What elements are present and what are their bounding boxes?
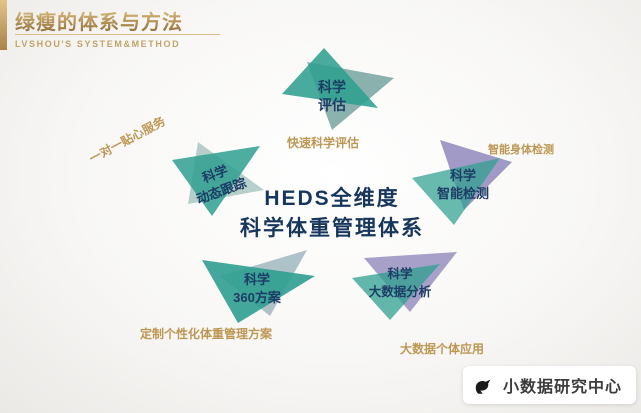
caption-body-detection: 智能身体检测 xyxy=(488,144,554,156)
node-label-line1: 科学 xyxy=(318,79,346,95)
node-label-line1: 科学 xyxy=(387,266,413,281)
caption-quick-evaluation: 快速科学评估 xyxy=(286,136,360,150)
node-label-line2: 评估 xyxy=(318,97,346,113)
caption-custom-weight-plan: 定制个性化体重管理方案 xyxy=(139,327,273,341)
bird-logo-icon xyxy=(475,379,491,394)
triangle-teal-icon xyxy=(282,48,378,108)
node-label-line1: 科学 xyxy=(450,168,476,183)
node-smart-detection: 科学 智能检测 xyxy=(412,140,512,225)
title-underline xyxy=(15,34,220,35)
node-label-line2: 智能检测 xyxy=(437,186,489,201)
node-science-evaluation: 科学 评估 xyxy=(282,48,394,130)
caption-big-data-application: 大数据个体应用 xyxy=(399,342,485,356)
triangle-teal-icon xyxy=(172,146,260,216)
center-title-line1: HEDS全维度 xyxy=(264,187,400,210)
triangle-teal-icon xyxy=(352,264,440,320)
caption-one-on-one-service: 一对一贴心服务 xyxy=(86,114,168,166)
triangle-teal-icon xyxy=(412,158,500,225)
triangle-teal-icon xyxy=(202,260,315,323)
node-360-plan: 科学 360方案 xyxy=(202,250,315,323)
brand-watermark: 小数据研究中心 xyxy=(462,366,636,404)
node-dynamic-tracking: 科学 动态跟踪 xyxy=(172,142,264,216)
node-label-line2: 360方案 xyxy=(233,290,282,305)
brand-name: 小数据研究中心 xyxy=(502,379,622,396)
center-title-line2: 科学体重管理体系 xyxy=(240,217,424,240)
gold-accent-bar xyxy=(0,0,7,50)
node-label-line1: 科学 xyxy=(244,272,270,287)
diagram-center-title: HEDS全维度 科学体重管理体系 xyxy=(240,184,424,244)
page-subtitle: LVSHOU'S SYSTEM&METHOD xyxy=(15,39,181,49)
node-big-data-analysis: 科学 大数据分析 xyxy=(352,252,457,320)
node-label-line2: 大数据分析 xyxy=(369,284,432,299)
page-title: 绿瘦的体系与方法 xyxy=(15,6,183,35)
